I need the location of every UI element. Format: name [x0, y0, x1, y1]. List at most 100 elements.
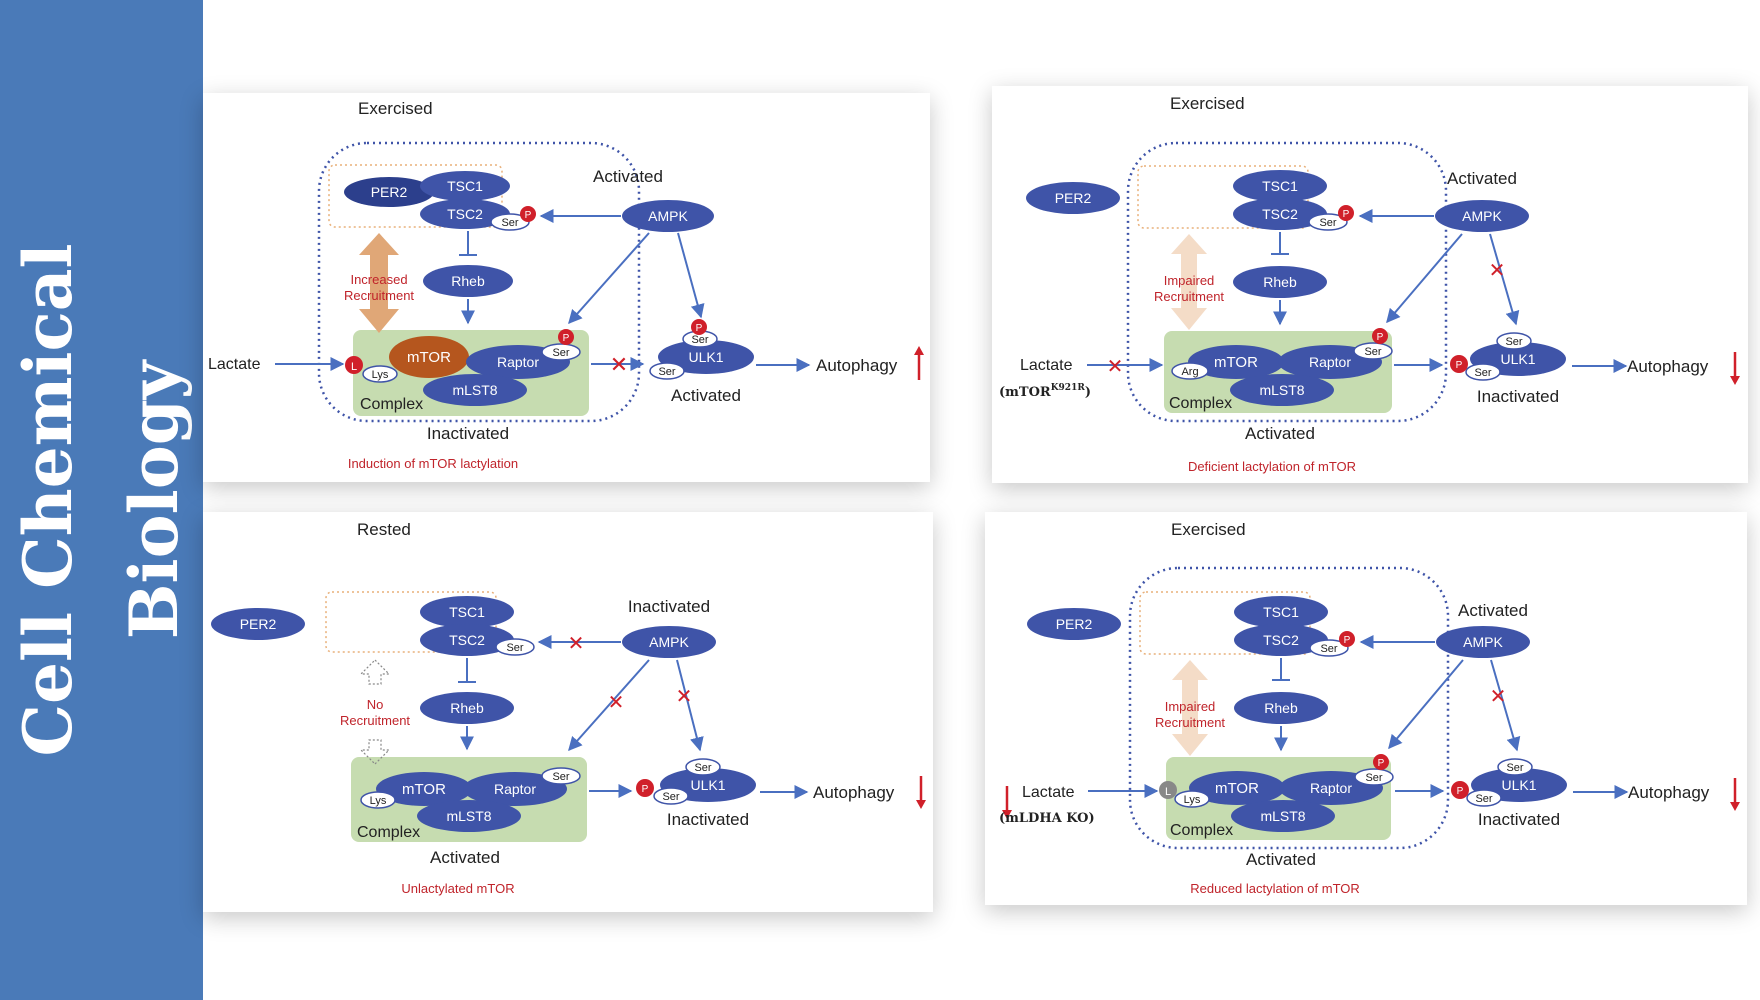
svg-text:AMPK: AMPK [1463, 634, 1503, 650]
rheb-node [420, 692, 514, 724]
raptor-phospho [558, 329, 574, 345]
ampk-to-raptor-arrow [568, 232, 650, 325]
ampk-node [622, 626, 716, 658]
svg-text:Ser: Ser [1506, 762, 1523, 774]
svg-text:TSC2: TSC2 [1263, 632, 1299, 648]
ampk-node [1436, 626, 1530, 658]
svg-text:ULK1: ULK1 [688, 349, 723, 365]
ampk-state: Activated [1447, 169, 1517, 188]
lactate-label: Lactate [1020, 357, 1073, 374]
svg-text:Ser: Ser [694, 762, 711, 774]
lactate-label: Lactate [208, 356, 261, 373]
svg-text:TSC1: TSC1 [1262, 178, 1298, 194]
svg-text:Ser: Ser [501, 217, 518, 229]
tsc1-node [1234, 596, 1328, 628]
ampk-state: Inactivated [628, 597, 710, 616]
journal-title-line2: Biology [115, 360, 193, 640]
block-x: ✕ [1489, 260, 1506, 282]
svg-text:TSC1: TSC1 [449, 604, 485, 620]
svg-text:mLST8: mLST8 [1259, 382, 1304, 398]
svg-text:P: P [642, 784, 649, 795]
svg-text:P: P [1377, 332, 1384, 343]
svg-text:Rheb: Rheb [450, 700, 484, 716]
ser-site [490, 213, 530, 231]
svg-text:Arg: Arg [1181, 366, 1198, 378]
svg-text:P: P [1343, 209, 1350, 220]
mlst8-node [1230, 374, 1334, 406]
caption: Induction of mTOR lactylation [348, 456, 518, 471]
rheb-node [1234, 692, 1328, 724]
svg-text:AMPK: AMPK [648, 208, 688, 224]
autophagy-label: Autophagy [1627, 357, 1709, 376]
svg-text:Raptor: Raptor [1309, 354, 1351, 370]
svg-text:Raptor: Raptor [497, 354, 539, 370]
svg-text:Ser: Ser [1474, 367, 1491, 379]
recruitment-label-1: Impaired [1165, 699, 1216, 714]
phospho-badge [520, 206, 536, 222]
rheb-node [1233, 266, 1327, 298]
svg-text:Ser: Ser [1505, 336, 1522, 348]
complex-state: Activated [1246, 850, 1316, 869]
svg-text:P: P [525, 210, 532, 221]
svg-text:mTOR: mTOR [402, 781, 446, 798]
lactate-condition: (mLDHA KO) [999, 811, 1095, 826]
arg-site [1171, 362, 1209, 380]
tsc-recruitment-box [1139, 591, 1311, 655]
per2-node [1027, 608, 1121, 640]
mtor-node [1188, 345, 1284, 379]
ulk1-state: Activated [671, 386, 741, 405]
block-x-raptor: ✕ [608, 692, 625, 714]
svg-text:Ser: Ser [506, 642, 523, 654]
tsc2-node [420, 624, 514, 656]
recruitment-label-2: Recruitment [1154, 289, 1224, 304]
tsc1-node [420, 596, 514, 628]
lactate-condition: (mTORK921R) [999, 383, 1091, 400]
pathway-boundary [1126, 141, 1448, 423]
complex-label: Complex [1170, 822, 1233, 839]
svg-text:mLST8: mLST8 [446, 808, 491, 824]
svg-text:Rheb: Rheb [1264, 700, 1298, 716]
recruitment-label-1: Impaired [1164, 273, 1215, 288]
svg-text:Ser: Ser [1319, 217, 1336, 229]
tsc1-node [420, 171, 510, 201]
svg-text:TSC2: TSC2 [1262, 206, 1298, 222]
block-x: ✕ [1490, 686, 1507, 708]
svg-text:L: L [351, 361, 357, 373]
svg-text:P: P [1457, 786, 1464, 797]
svg-text:P: P [563, 333, 570, 344]
svg-text:Raptor: Raptor [494, 781, 536, 797]
ampk-state: Activated [593, 167, 663, 186]
mtor-lactylated-node [389, 336, 469, 378]
block-x-tsc2: ✕ [568, 633, 585, 655]
svg-text:P: P [696, 323, 703, 334]
state-label: Exercised [1170, 94, 1245, 113]
panel-exercised-reduced: Exercised Impaired Recruitment PER2 TSC1… [985, 512, 1747, 905]
ampk-node [1435, 200, 1529, 232]
mtor-node [376, 772, 472, 806]
per2-node [1026, 182, 1120, 214]
ampk-to-ulk1-arrow [677, 232, 705, 319]
no-recruitment-arrow-down [359, 739, 391, 765]
svg-text:Lys: Lys [370, 795, 387, 807]
svg-text:L: L [1165, 786, 1171, 798]
lactyl-badge [345, 356, 363, 374]
svg-text:mTOR: mTOR [1215, 780, 1259, 797]
svg-text:ULK1: ULK1 [690, 777, 725, 793]
svg-text:Ser: Ser [1364, 346, 1381, 358]
complex-label: Complex [360, 396, 423, 413]
svg-text:Ser: Ser [552, 347, 569, 359]
svg-text:AMPK: AMPK [649, 634, 689, 650]
svg-text:Raptor: Raptor [1310, 780, 1352, 796]
svg-text:mLST8: mLST8 [1260, 808, 1305, 824]
state-label: Exercised [1171, 520, 1246, 539]
tsc2-node [1234, 624, 1328, 656]
svg-text:TSC1: TSC1 [1263, 604, 1299, 620]
state-label: Rested [357, 520, 411, 539]
svg-text:Ser: Ser [691, 334, 708, 346]
mlst8-node [1231, 800, 1335, 832]
caption: Deficient lactylation of mTOR [1188, 459, 1356, 474]
ulk1-node [658, 340, 754, 374]
svg-text:ULK1: ULK1 [1500, 351, 1535, 367]
lys-site [362, 365, 398, 383]
recruitment-label-1: Increased [350, 272, 407, 287]
